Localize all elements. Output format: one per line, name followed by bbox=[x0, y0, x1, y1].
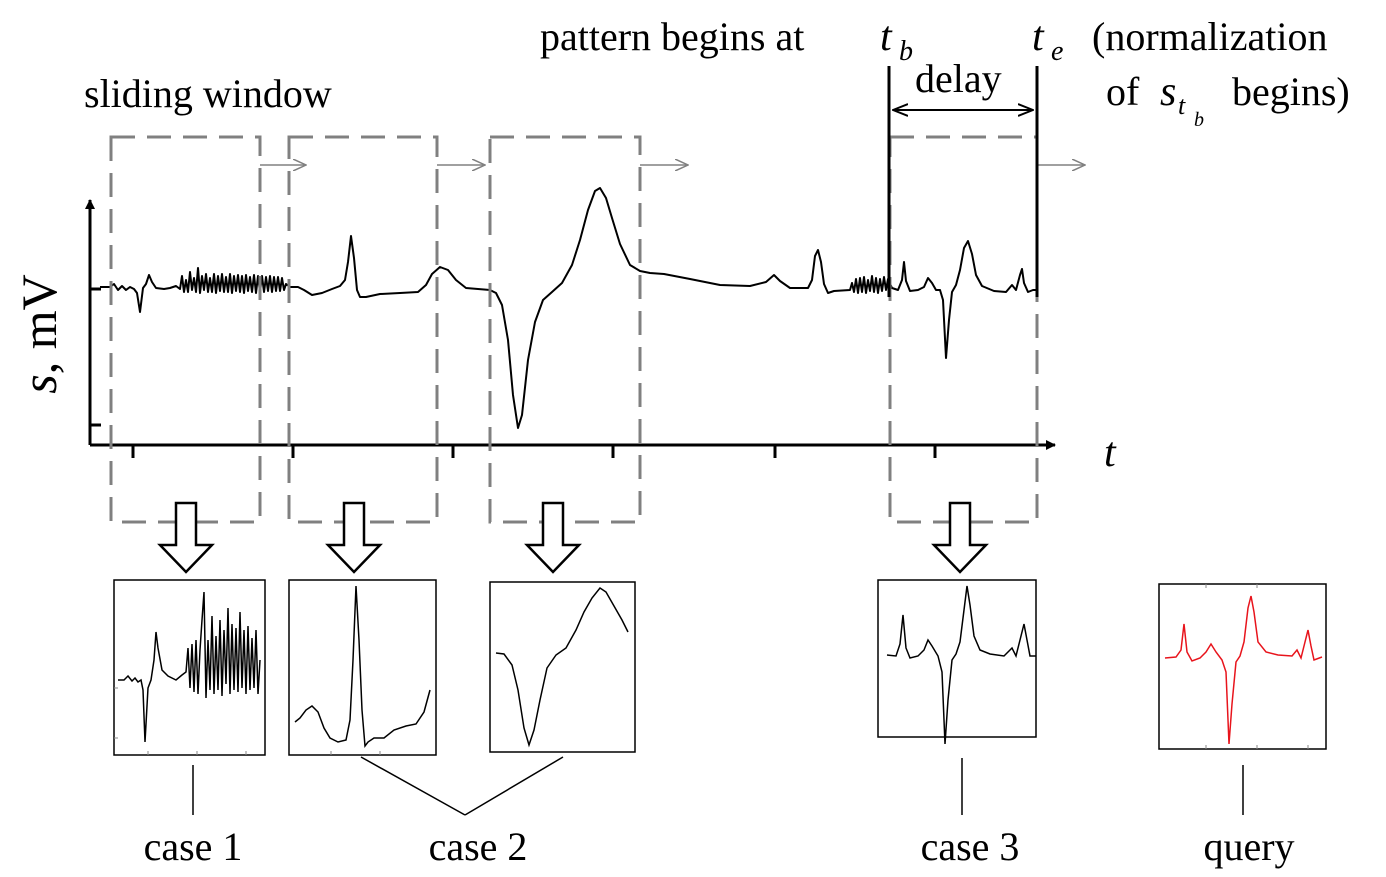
s-tb-subscript-t: t bbox=[1178, 91, 1186, 120]
te-label: t bbox=[1032, 14, 1045, 60]
pattern-begins-label: pattern begins at bbox=[540, 14, 804, 59]
y-axis-unit: , mV bbox=[11, 274, 67, 374]
case-3-thumbnail bbox=[877, 579, 1037, 745]
query-thumbnail bbox=[1158, 583, 1327, 750]
tb-label: t bbox=[880, 14, 893, 60]
case-1-label: case 1 bbox=[144, 824, 243, 869]
ecg-signal bbox=[100, 187, 1036, 429]
tb-subscript: b bbox=[899, 36, 913, 67]
s-tb-label: s bbox=[1160, 69, 1176, 115]
case-2b-thumbnail bbox=[489, 581, 636, 753]
s-tb-subscript-b: b bbox=[1194, 109, 1204, 131]
case-2-label: case 2 bbox=[429, 824, 528, 869]
case-2a-thumbnail bbox=[288, 579, 437, 756]
case-3-label: case 3 bbox=[921, 824, 1020, 869]
delay-label: delay bbox=[915, 56, 1002, 101]
query-label: query bbox=[1203, 824, 1294, 869]
window-4 bbox=[888, 135, 1039, 524]
y-axis-label: s, mV bbox=[11, 274, 67, 393]
window-3 bbox=[488, 135, 642, 524]
normalization-label-of: of bbox=[1106, 69, 1140, 114]
down-arrows bbox=[157, 501, 989, 574]
te-subscript: e bbox=[1051, 36, 1063, 67]
x-ticks bbox=[131, 445, 937, 458]
down-arrow-icon bbox=[157, 501, 215, 574]
case-1-thumbnail bbox=[113, 579, 266, 756]
down-arrow-icon bbox=[325, 501, 383, 574]
window-1 bbox=[109, 135, 262, 524]
y-axis-s: s bbox=[11, 374, 67, 393]
down-arrow-icon bbox=[931, 501, 989, 574]
window-2 bbox=[287, 135, 439, 524]
sliding-windows bbox=[109, 135, 1039, 524]
down-arrow-icon bbox=[524, 501, 582, 574]
sliding-window-label: sliding window bbox=[84, 71, 332, 116]
normalization-label-begins: begins) bbox=[1232, 69, 1350, 114]
x-axis-label: t bbox=[1104, 430, 1117, 476]
connector-lines bbox=[192, 756, 1244, 816]
normalization-label-line1: (normalization bbox=[1092, 14, 1327, 59]
